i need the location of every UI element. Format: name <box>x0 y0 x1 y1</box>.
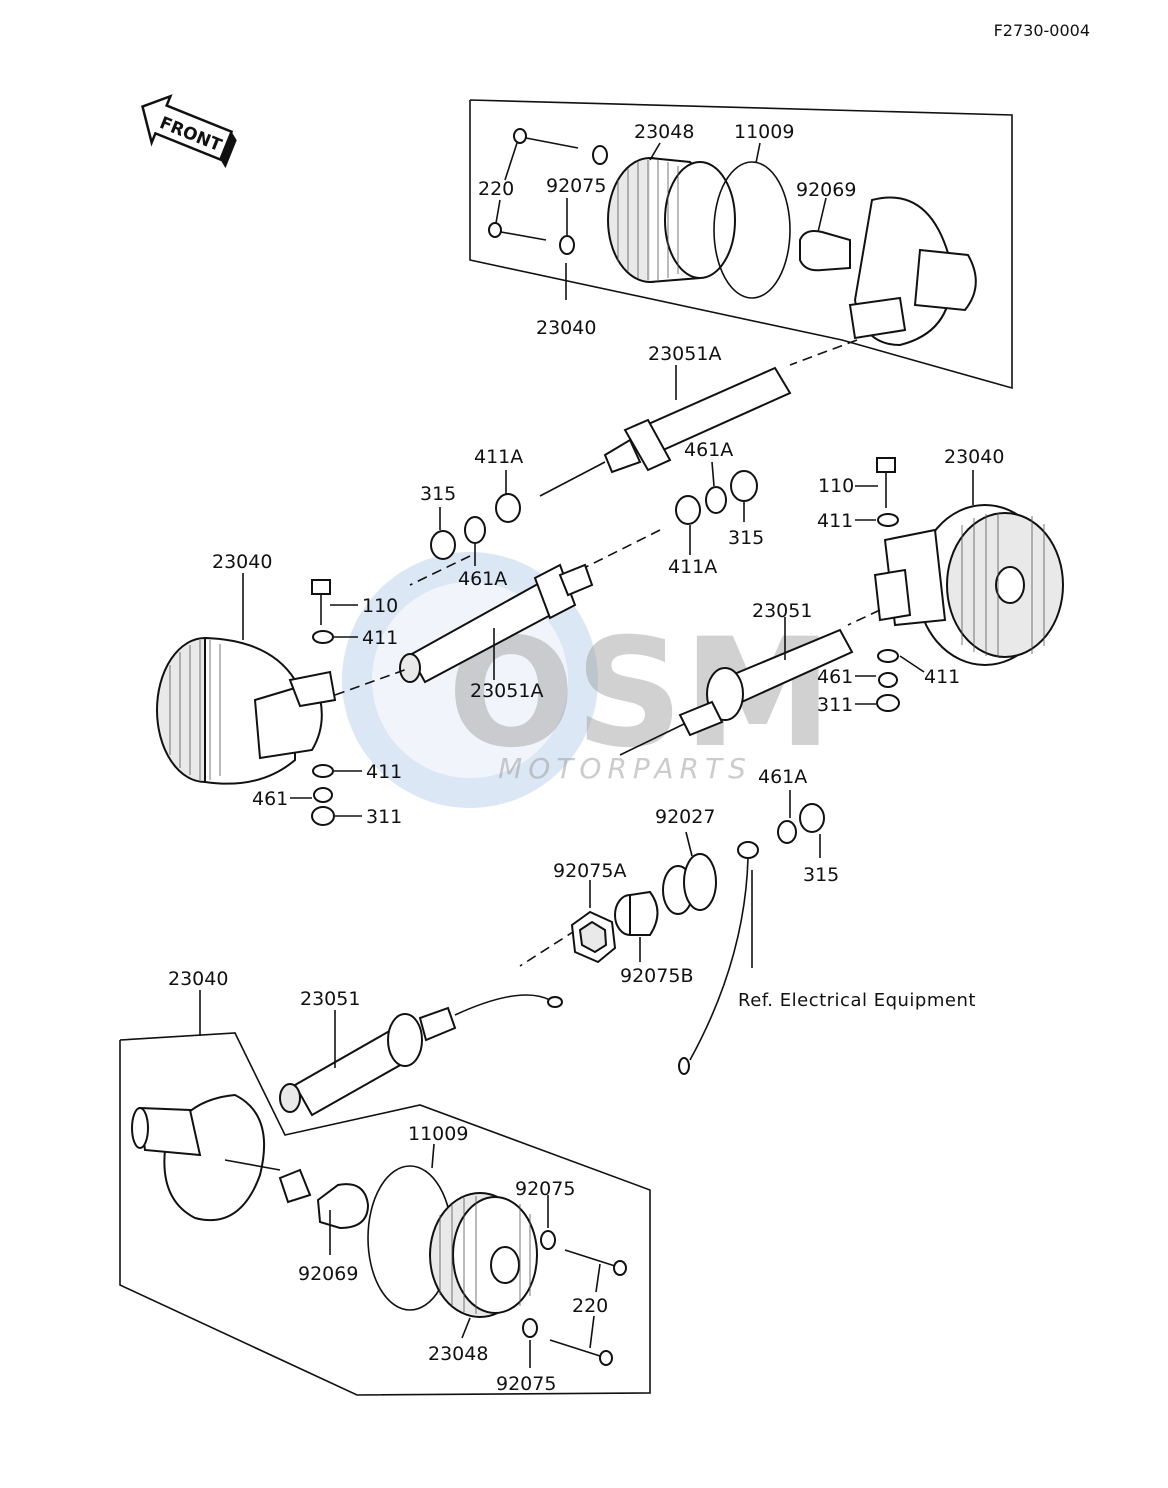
washer-92075-top-b <box>559 235 575 255</box>
bolt-110-left <box>311 579 331 625</box>
label-23051-bottom: 23051 <box>300 988 360 1010</box>
diagram-code: F2730-0004 <box>994 21 1090 40</box>
top-assembly-frame <box>469 99 1013 390</box>
washer-92075-top-a <box>592 145 608 165</box>
label-461A-left: 461A <box>458 568 507 590</box>
label-92075-bottom-top: 92075 <box>515 1178 575 1200</box>
label-23048-bottom: 23048 <box>428 1343 488 1365</box>
label-461-left: 461 <box>252 788 288 810</box>
nut-311-left <box>311 806 335 826</box>
nut-315-right <box>730 470 758 502</box>
washer-411A-left <box>495 493 521 523</box>
nut-315-rear <box>799 803 825 833</box>
label-110-left: 110 <box>362 595 398 617</box>
lens-23048-bottom <box>429 1192 538 1318</box>
oring-11009-top <box>713 161 791 299</box>
label-11009-top: 11009 <box>734 121 794 143</box>
stay-23051-right <box>678 628 854 737</box>
bulb-92069-bottom <box>316 1183 370 1230</box>
label-411-left-top: 411 <box>362 627 398 649</box>
washer-411-left-bottom <box>312 764 334 778</box>
label-23048-top: 23048 <box>634 121 694 143</box>
washer-461-left <box>313 787 333 803</box>
reference-note: Ref. Electrical Equipment <box>738 990 976 1011</box>
front-arrow-icon: FRONT <box>141 94 237 169</box>
label-315-left: 315 <box>420 483 456 505</box>
label-92075-bottom-bottom: 92075 <box>496 1373 556 1395</box>
ground-wire <box>678 841 759 1075</box>
watermark-subtitle: MOTORPARTS <box>498 752 752 785</box>
label-23051A-mid: 23051A <box>470 680 543 702</box>
stay-23051-bottom <box>279 994 563 1117</box>
label-23051-right: 23051 <box>752 600 812 622</box>
label-411-right-bottom: 411 <box>924 666 960 688</box>
washer-411-right-top <box>877 513 899 527</box>
nut-311-right <box>876 694 900 712</box>
washer-461A-left <box>464 516 486 544</box>
label-461A-rear: 461A <box>758 766 807 788</box>
label-92075A: 92075A <box>553 860 626 882</box>
screw-220-bottom-b <box>549 1339 613 1366</box>
label-92069-bottom: 92069 <box>298 1263 358 1285</box>
label-315-right: 315 <box>728 527 764 549</box>
stay-23051A-lower <box>399 563 594 684</box>
screw-220-bottom <box>488 222 547 241</box>
label-92027: 92027 <box>655 806 715 828</box>
housing-23040-top <box>848 196 977 347</box>
screw-220-bottom-a <box>564 1249 627 1276</box>
housing-23040-left <box>156 636 337 785</box>
label-220-bottom: 220 <box>572 1295 608 1317</box>
washer-461A-right <box>705 486 727 514</box>
housing-23040-right <box>873 504 1064 666</box>
collar-92075B <box>614 890 659 936</box>
label-92069-top: 92069 <box>796 179 856 201</box>
washer-461A-rear <box>777 820 797 844</box>
label-461A-right: 461A <box>684 439 733 461</box>
label-411A-right: 411A <box>668 556 717 578</box>
label-411-left-bottom: 411 <box>366 761 402 783</box>
socket-bottom <box>278 1168 312 1204</box>
label-23051A-top: 23051A <box>648 343 721 365</box>
label-220-top: 220 <box>478 178 514 200</box>
washer-92075-bottom-top <box>540 1230 556 1250</box>
label-110-right: 110 <box>818 475 854 497</box>
label-461-right: 461 <box>817 666 853 688</box>
nut-315-left <box>430 530 456 560</box>
washer-461-right <box>878 672 898 688</box>
bulb-92069-top <box>799 230 851 272</box>
label-23040-left: 23040 <box>212 551 272 573</box>
label-23040-bottom: 23040 <box>168 968 228 990</box>
spacer-92027 <box>662 853 717 915</box>
washer-92075-bottom-bottom <box>522 1318 538 1338</box>
screw-220-top <box>513 128 579 149</box>
label-11009-bottom: 11009 <box>408 1123 468 1145</box>
label-23040-right: 23040 <box>944 446 1004 468</box>
label-311-right: 311 <box>817 694 853 716</box>
washer-411A-right <box>675 495 701 525</box>
lens-23048-top <box>607 157 736 283</box>
bolt-110-right <box>876 457 896 508</box>
label-23040-top: 23040 <box>536 317 596 339</box>
washer-411-right-bottom <box>877 649 899 663</box>
washer-411-left-top <box>312 630 334 644</box>
label-315-rear: 315 <box>803 864 839 886</box>
label-92075B: 92075B <box>620 965 693 987</box>
housing-23040-bottom <box>131 1093 281 1222</box>
bottom-assembly-frame <box>119 1032 651 1396</box>
label-411-right-top: 411 <box>817 510 853 532</box>
stay-23051A-upper <box>603 366 792 474</box>
grommet-92075A <box>570 910 617 964</box>
label-411A-left: 411A <box>474 446 523 468</box>
label-92075-top: 92075 <box>546 175 606 197</box>
label-311-left: 311 <box>366 806 402 828</box>
